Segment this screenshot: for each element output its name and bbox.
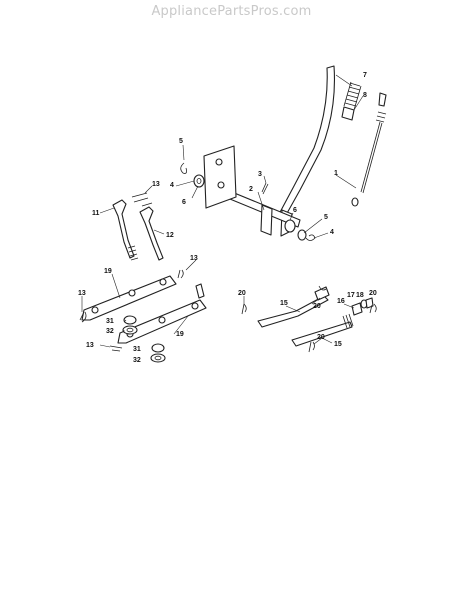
clevis-pin-mid[interactable] — [177, 269, 205, 299]
callout-31: 31 — [133, 346, 141, 353]
callout-13: 13 — [190, 255, 198, 262]
leader-lines — [81, 74, 364, 348]
callout-17: 17 — [347, 292, 355, 299]
callout-6: 6 — [182, 199, 186, 206]
lift-link-right[interactable] — [139, 206, 164, 261]
lift-link-rod[interactable] — [351, 92, 387, 207]
bushing-left[interactable] — [193, 174, 205, 188]
lift-lever[interactable] — [277, 65, 335, 237]
callout-15: 15 — [334, 341, 342, 348]
callout-12: 12 — [166, 232, 174, 239]
callout-13: 13 — [78, 290, 86, 297]
callouts: 7 8 5 3 2 1 4 6 13 6 5 4 11 12 13 19 13 … — [78, 72, 377, 364]
callout-32: 32 — [106, 328, 114, 335]
clip-20-left[interactable] — [241, 303, 247, 315]
callout-5: 5 — [179, 138, 183, 145]
clevis-pin-left[interactable] — [79, 311, 87, 323]
spring-clip-right[interactable] — [305, 234, 316, 241]
callout-3: 3 — [258, 171, 262, 178]
callout-31: 31 — [106, 318, 114, 325]
callout-11: 11 — [92, 210, 100, 217]
callout-20: 20 — [317, 334, 325, 341]
callout-32: 32 — [133, 357, 141, 364]
link-rod-lower[interactable] — [291, 313, 354, 347]
callout-6: 6 — [293, 207, 297, 214]
callout-8: 8 — [363, 92, 367, 99]
callout-13: 13 — [86, 342, 94, 349]
bushing-31-lower[interactable] — [151, 343, 165, 353]
callout-18: 18 — [356, 292, 364, 299]
callout-20: 20 — [313, 303, 321, 310]
lift-arm-upper[interactable] — [81, 275, 177, 321]
callout-19: 19 — [104, 268, 112, 275]
callout-19: 19 — [176, 331, 184, 338]
callout-20: 20 — [369, 290, 377, 297]
callout-13: 13 — [152, 181, 160, 188]
callout-7: 7 — [363, 72, 367, 79]
clip-20-mid[interactable] — [318, 285, 327, 291]
nut-32-upper[interactable] — [122, 325, 138, 335]
lever-spring[interactable] — [343, 81, 362, 111]
clip-20-right[interactable] — [369, 303, 377, 314]
lift-link-left[interactable] — [112, 199, 139, 261]
bushing-31-upper[interactable] — [123, 315, 137, 325]
watermark: AppliancePartsPros.com — [151, 4, 312, 19]
lift-shaft[interactable] — [203, 145, 301, 236]
hairpin-clip-3[interactable] — [261, 182, 269, 195]
callout-16: 16 — [337, 298, 345, 305]
callout-4: 4 — [330, 229, 334, 236]
callout-5: 5 — [324, 214, 328, 221]
callout-20: 20 — [238, 290, 246, 297]
callout-1: 1 — [334, 170, 338, 177]
spring-clip-top[interactable] — [180, 162, 187, 174]
clevis-18[interactable] — [365, 297, 374, 309]
callout-2: 2 — [249, 186, 253, 193]
clevis-pin-bottom[interactable] — [109, 345, 123, 352]
callout-4: 4 — [170, 182, 174, 189]
link-rod-upper[interactable] — [257, 286, 330, 328]
clevis-16[interactable] — [351, 302, 363, 316]
clevis-pin-top[interactable] — [131, 192, 153, 207]
nut-32-lower[interactable] — [150, 353, 166, 363]
callout-15: 15 — [280, 300, 288, 307]
spring-cap[interactable] — [341, 106, 355, 121]
clip-20-bottom[interactable] — [308, 341, 315, 353]
bushing-right[interactable] — [284, 219, 307, 241]
